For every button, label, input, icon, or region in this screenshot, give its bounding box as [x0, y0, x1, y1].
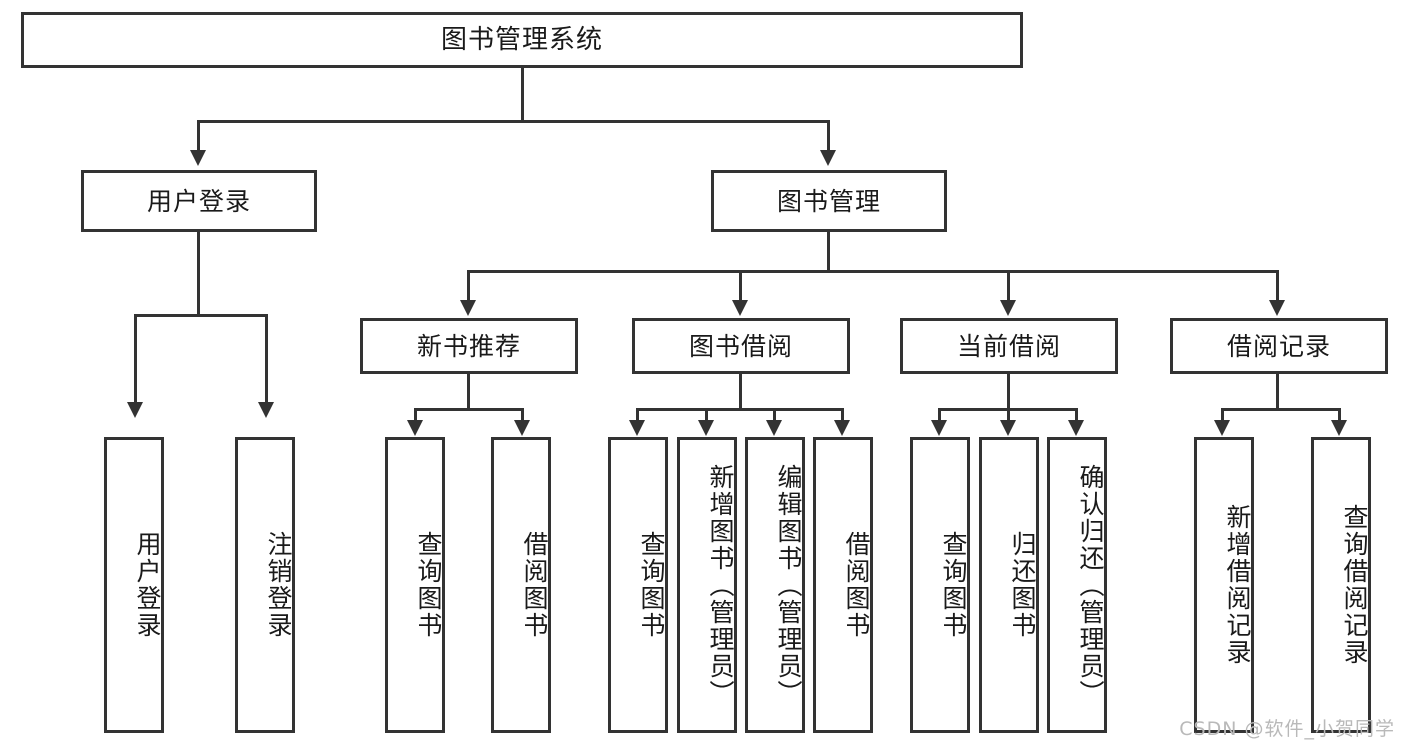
leaf-user-login[interactable]: 用户登录 [104, 437, 164, 733]
node-label: 确认归还（管理员） [1076, 463, 1105, 707]
connector-book-borrow-leaf-4 [841, 408, 844, 424]
arrow-book-borrow-leaf-3 [766, 420, 782, 436]
arrow-to-leaf-user-login-1 [127, 402, 143, 418]
arrow-book-borrow-leaf-4 [834, 420, 850, 436]
node-label: 注销登录 [264, 531, 293, 639]
node-label: 新增图书（管理员） [706, 463, 735, 707]
leaf-add-borrow-record[interactable]: 新增借阅记录 [1194, 437, 1254, 733]
connector-to-borrow-record [1276, 270, 1279, 302]
leaf-edit-book-admin[interactable]: 编辑图书（管理员） [745, 437, 805, 733]
node-label: 查询图书 [939, 531, 968, 639]
connector-to-new-book-recommend [467, 270, 470, 302]
leaf-confirm-return-admin[interactable]: 确认归还（管理员） [1047, 437, 1107, 733]
arrow-current-borrow-leaf-2 [1000, 420, 1016, 436]
node-label: 归还图书 [1008, 531, 1037, 639]
connector-borrow-record-leaf-2 [1338, 408, 1341, 424]
connector-current-borrow-trunk [1007, 374, 1010, 410]
arrow-new-book-leaf-1 [407, 420, 423, 436]
connector-book-manage-trunk [827, 232, 830, 272]
node-borrow-record[interactable]: 借阅记录 [1170, 318, 1388, 374]
connector-user-login-bus [134, 314, 268, 317]
node-label: 借阅图书 [842, 531, 871, 639]
connector-new-book-leaf-2 [521, 408, 524, 424]
arrow-to-borrow-record [1269, 300, 1285, 316]
node-label: 编辑图书（管理员） [774, 463, 803, 707]
connector-new-book-leaf-1 [414, 408, 417, 424]
node-label: 查询图书 [414, 531, 443, 639]
leaf-query-book-recommend[interactable]: 查询图书 [385, 437, 445, 733]
node-book-borrow[interactable]: 图书借阅 [632, 318, 850, 374]
connector-root-bus [197, 120, 827, 123]
connector-book-borrow-leaf-1 [636, 408, 639, 424]
node-book-management[interactable]: 图书管理 [711, 170, 947, 232]
connector-current-borrow-leaf-2 [1007, 408, 1010, 424]
connector-root-to-user-login [197, 120, 200, 152]
node-label: 借阅图书 [520, 531, 549, 639]
connector-borrow-record-trunk [1276, 374, 1279, 410]
arrow-to-current-borrow [1000, 300, 1016, 316]
leaf-borrow-book-recommend[interactable]: 借阅图书 [491, 437, 551, 733]
node-label: 用户登录 [133, 531, 162, 639]
arrow-current-borrow-leaf-3 [1068, 420, 1084, 436]
leaf-return-book[interactable]: 归还图书 [979, 437, 1039, 733]
arrow-to-user-login [190, 150, 206, 166]
arrow-to-book-manage [820, 150, 836, 166]
arrow-to-new-book-recommend [460, 300, 476, 316]
connector-book-manage-bus [467, 270, 1279, 273]
node-label: 用户登录 [146, 186, 251, 216]
arrow-borrow-record-leaf-1 [1214, 420, 1230, 436]
connector-book-borrow-trunk [739, 374, 742, 410]
connector-user-login-to-leaf-2 [265, 314, 268, 404]
leaf-query-book-current[interactable]: 查询图书 [910, 437, 970, 733]
node-label: 借阅记录 [1226, 331, 1331, 361]
node-current-borrow[interactable]: 当前借阅 [900, 318, 1118, 374]
connector-book-borrow-leaf-2 [705, 408, 708, 424]
node-label: 图书管理系统 [440, 25, 603, 55]
connector-new-book-trunk [467, 374, 470, 410]
connector-new-book-bus [414, 408, 524, 411]
arrow-new-book-leaf-2 [514, 420, 530, 436]
arrow-book-borrow-leaf-2 [698, 420, 714, 436]
connector-current-borrow-leaf-1 [938, 408, 941, 424]
connector-borrow-record-bus [1221, 408, 1341, 411]
arrow-to-leaf-user-login-2 [258, 402, 274, 418]
connector-root-trunk [521, 68, 524, 122]
node-label: 当前借阅 [956, 331, 1061, 361]
node-label: 新书推荐 [416, 331, 521, 361]
leaf-borrow-book[interactable]: 借阅图书 [813, 437, 873, 733]
connector-borrow-record-leaf-1 [1221, 408, 1224, 424]
connector-book-borrow-bus [636, 408, 844, 411]
arrow-current-borrow-leaf-1 [931, 420, 947, 436]
node-label: 查询借阅记录 [1340, 504, 1369, 666]
node-label: 图书借阅 [688, 331, 793, 361]
leaf-query-borrow-record[interactable]: 查询借阅记录 [1311, 437, 1371, 733]
arrow-book-borrow-leaf-1 [629, 420, 645, 436]
node-new-book-recommend[interactable]: 新书推荐 [360, 318, 578, 374]
leaf-query-book-borrow[interactable]: 查询图书 [608, 437, 668, 733]
arrow-borrow-record-leaf-2 [1331, 420, 1347, 436]
connector-root-to-book-manage [827, 120, 830, 152]
connector-user-login-trunk [197, 232, 200, 316]
node-root-library-system[interactable]: 图书管理系统 [21, 12, 1023, 68]
node-label: 新增借阅记录 [1223, 504, 1252, 666]
connector-user-login-to-leaf-1 [134, 314, 137, 404]
node-label: 查询图书 [637, 531, 666, 639]
leaf-add-book-admin[interactable]: 新增图书（管理员） [677, 437, 737, 733]
arrow-to-book-borrow [732, 300, 748, 316]
node-label: 图书管理 [776, 186, 881, 216]
node-user-login[interactable]: 用户登录 [81, 170, 317, 232]
leaf-logout[interactable]: 注销登录 [235, 437, 295, 733]
connector-to-current-borrow [1007, 270, 1010, 302]
connector-current-borrow-leaf-3 [1075, 408, 1078, 424]
connector-to-book-borrow [739, 270, 742, 302]
connector-book-borrow-leaf-3 [773, 408, 776, 424]
